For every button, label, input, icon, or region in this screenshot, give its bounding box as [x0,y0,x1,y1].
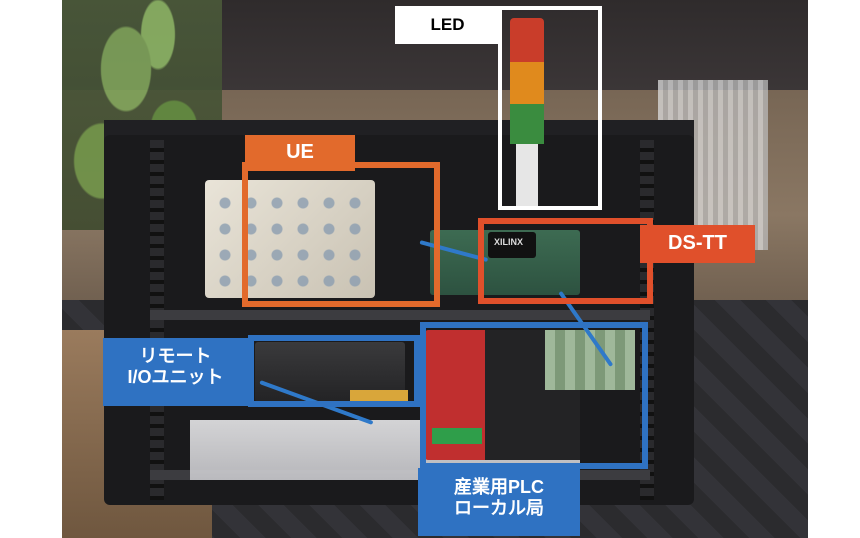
plc-green-tag [432,428,482,444]
remote-io-label-line-2: I/Oユニット [127,366,224,387]
remote-io-label-line-1: リモート [139,346,212,366]
ue-label: UE [245,135,355,171]
led-label: LED [395,6,500,44]
signal-light-green [510,104,544,144]
remote-io-label: リモート I/Oユニット [103,338,248,406]
plc-label-line-1: 産業用PLC [454,477,544,497]
ue-device-ports [212,190,368,290]
ue-highlight-frame [242,162,440,307]
dstt-label: DS-TT [640,225,755,263]
rack-rail-left [150,140,164,500]
plc-highlight-frame [420,322,648,469]
fpga-chip-label: XILINX [494,237,524,247]
plc-io-modules [545,330,635,390]
rack-shelf-upper [150,310,650,320]
plc-label-line-2: ローカル局 [454,497,544,518]
signal-light-red [510,18,544,62]
signal-tower-pole [516,144,538,208]
signal-tower-light [510,18,544,208]
dstt-highlight-frame [478,218,653,304]
remote-io-highlight-frame [248,335,420,407]
plc-label: 産業用PLC ローカル局 [418,468,580,536]
led-highlight-frame [498,6,602,210]
fpga-chip [488,232,536,258]
signal-light-amber [510,62,544,104]
remote-io-terminal-strip [350,390,408,402]
